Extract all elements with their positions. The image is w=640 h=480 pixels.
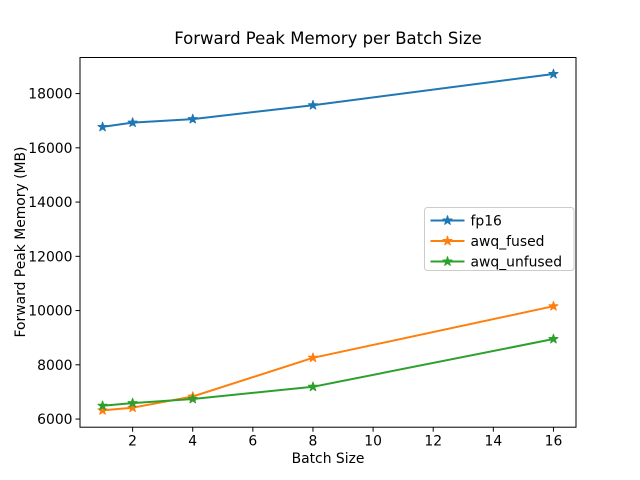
data-point-marker: [97, 400, 108, 411]
series-line: [101, 73, 555, 128]
chart-title: Forward Peak Memory per Batch Size: [174, 29, 482, 48]
x-axis-label: Batch Size: [291, 451, 365, 467]
legend-marker: [442, 235, 453, 246]
legend-box: [424, 207, 575, 271]
series-fp16: [97, 68, 559, 132]
y-tick-label: 14000: [28, 195, 72, 211]
data-point-marker: [548, 333, 559, 344]
x-tick-label: 8: [309, 434, 318, 450]
data-point-marker: [307, 381, 319, 392]
data-point-marker: [127, 397, 138, 408]
legend-marker: [442, 256, 453, 266]
data-point-marker: [548, 68, 559, 79]
data-point-marker: [307, 99, 319, 110]
data-point-marker: [548, 300, 559, 311]
y-axis-ticks: 6000 8000 10000 12000 14000 16000 18000: [28, 87, 80, 428]
y-tick-label: 6000: [37, 412, 72, 428]
legend-label: awq_fused: [471, 234, 545, 250]
series-awq_fused: [97, 300, 559, 415]
legend-label: awq_unfused: [471, 255, 563, 271]
data-point-marker: [97, 121, 108, 132]
legend: fp16 awq_fused awq_unfused: [424, 207, 575, 271]
data-point-marker: [127, 402, 138, 413]
x-tick-label: 12: [424, 434, 442, 450]
x-tick-label: 6: [248, 434, 257, 450]
x-axis-ticks: 2 4 6 8 10 12 14 16: [128, 427, 562, 450]
x-tick-label: 16: [545, 434, 563, 450]
series-awq_unfused: [97, 333, 559, 411]
data-point-marker: [97, 405, 108, 415]
x-tick-label: 2: [128, 434, 137, 450]
axes-frame: [79, 57, 577, 428]
y-tick-label: 12000: [28, 249, 72, 265]
data-point-marker: [187, 113, 198, 124]
series-line: [101, 338, 555, 407]
legend-entry-awq_unfused: awq_unfused: [430, 255, 563, 271]
x-tick-label: 14: [484, 434, 502, 450]
y-tick-label: 18000: [28, 87, 72, 103]
legend-label: fp16: [471, 214, 502, 230]
series-line: [101, 305, 555, 412]
data-point-marker: [127, 117, 138, 127]
x-tick-label: 10: [364, 434, 382, 450]
y-tick-label: 16000: [28, 141, 72, 157]
y-axis-label: Forward Peak Memory (MB): [13, 146, 29, 338]
x-tick-label: 4: [188, 434, 197, 450]
data-point-marker: [187, 393, 198, 404]
y-tick-label: 10000: [28, 304, 72, 320]
data-point-marker: [307, 352, 319, 363]
legend-entry-awq_fused: awq_fused: [430, 234, 545, 250]
legend-marker: [442, 215, 453, 225]
legend-entry-fp16: fp16: [430, 214, 502, 230]
y-tick-label: 8000: [37, 358, 72, 374]
